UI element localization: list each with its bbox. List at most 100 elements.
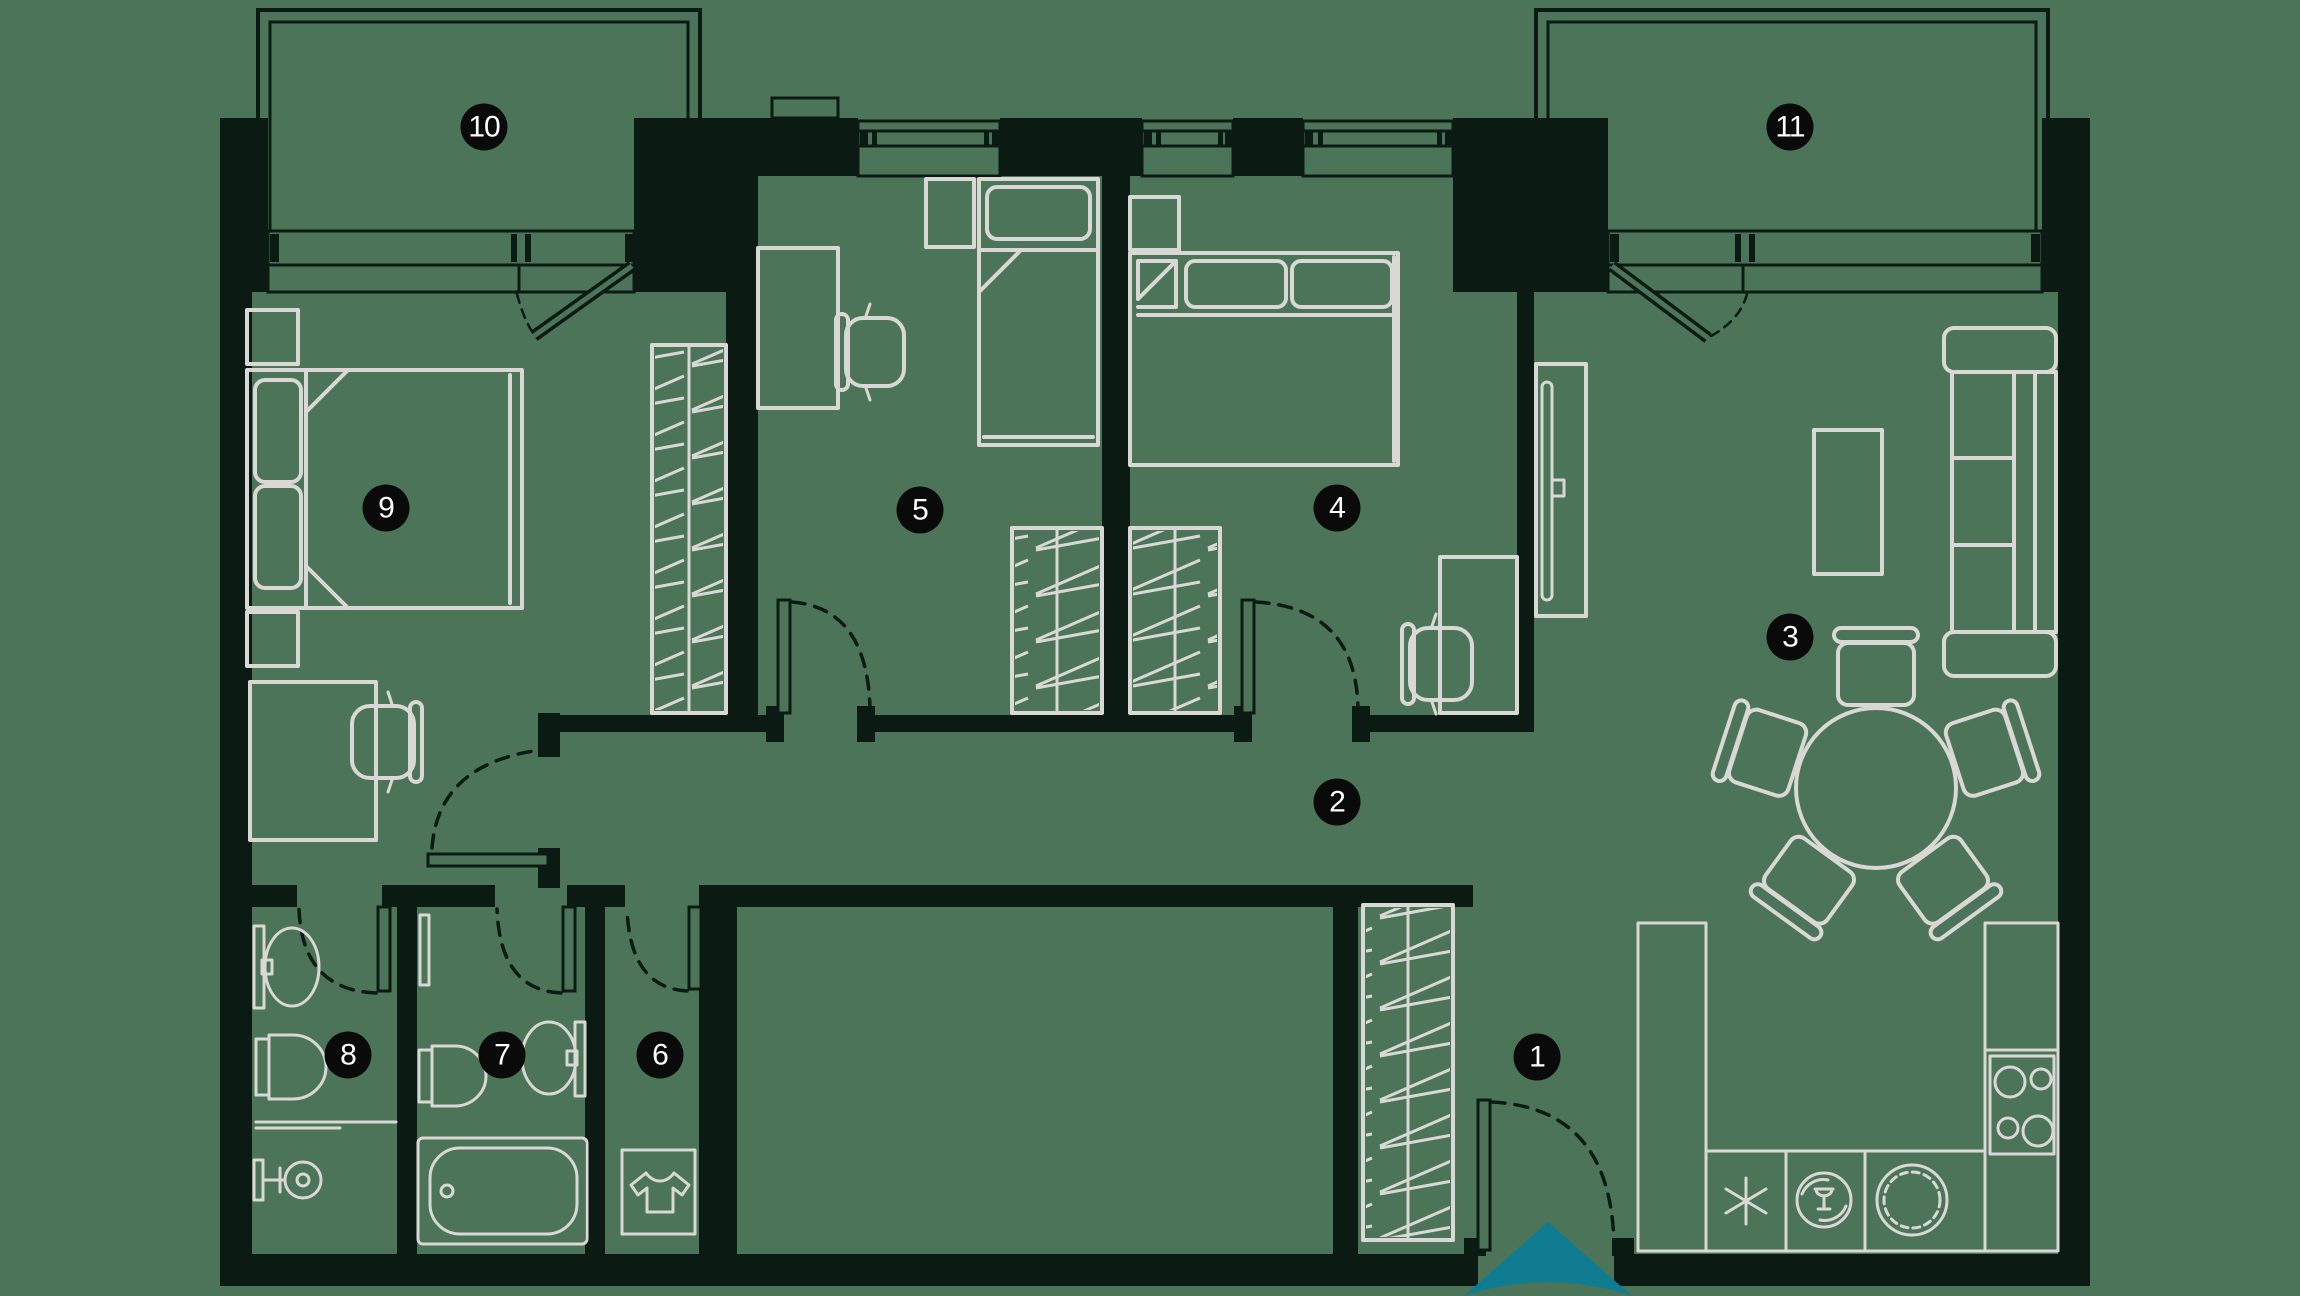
door-swing-arc-room7 [495,907,563,995]
dining-chair [1896,834,2004,942]
kitchen-counter-right [1983,921,2060,1253]
windows [266,119,2044,343]
balconies [256,8,2050,231]
door-swing-arc-room5 [790,600,872,712]
door-swing-arc-room8 [297,907,378,995]
room3-furniture [1534,326,2060,1253]
dining-chair [1710,698,1809,798]
laundry-box [620,1148,697,1236]
kitchen-counter [1636,921,2060,1253]
dining-chair [1748,834,1856,942]
wall-corridor [863,715,1242,732]
nightstand [245,308,300,366]
wall-bottom-west [220,1254,1478,1286]
room-badge-7: 7 [478,1031,526,1079]
door-swing-arc-room4 [1254,600,1360,712]
room7-furniture [416,913,589,1246]
entrance-arrow-icon [1464,1222,1632,1296]
room-badge-4: 4 [1313,484,1361,532]
stove-icon [1988,1054,2056,1156]
shower-icon [252,1158,323,1202]
tv-console [1534,362,1588,618]
door-swing-arc-room6 [625,907,689,993]
desk [248,680,378,842]
wall-hall1-west [1333,885,1358,1254]
wall-left [220,118,252,1286]
room1-furniture [1361,903,1455,1242]
room4-furniture [1128,195,1519,716]
wall-room8-room7 [397,907,417,1254]
wall-pier [220,118,268,292]
door-leaf-room7 [561,905,577,993]
wall-room4-room3 [1517,176,1534,732]
door-post [766,706,784,742]
wall-bath-top [382,885,495,907]
room-badge-6: 6 [636,1031,684,1079]
desk [756,246,840,410]
wardrobe [650,343,728,715]
door-swing-arc [515,292,535,335]
coffee-table [1812,428,1884,576]
room-badge-8: 8 [324,1031,372,1079]
balcony-10-railing-inner [268,20,690,231]
dining-table [1794,706,1958,870]
kitchen-sink [1875,1163,1949,1237]
door-leaf-room8 [376,905,392,993]
exterior-ledge [770,96,840,120]
wall-bottom-east [1614,1254,2090,1286]
door-leaf-room9 [426,852,550,868]
shirt-icon [629,1171,691,1214]
dining-chair [1943,698,2042,798]
walls [220,118,2090,1286]
room4-window-large [1301,119,1455,178]
door-swing-arc-room9 [430,748,542,850]
wall-corridor [1360,715,1517,732]
wall-corridor [548,715,778,732]
wall-segment [1233,118,1303,176]
room9-furniture [245,308,728,842]
room-badge-11: 11 [1766,103,1814,151]
office-chair [1400,612,1474,716]
dining-chair [1832,626,1920,707]
room8-furniture [252,924,398,1202]
sink [520,1020,587,1098]
double-bed [245,368,524,610]
room-badge-10: 10 [460,103,508,151]
room5-window [856,119,1002,178]
wardrobe [1128,526,1222,715]
shelf [924,177,976,249]
room-badge-2: 2 [1313,778,1361,826]
room4-window-small [1140,119,1235,178]
bathtub [416,1136,589,1246]
wall-bath-top [699,885,1473,907]
toilet [254,1033,328,1101]
dishwasher-icon [1795,1171,1853,1229]
door-post [538,713,560,757]
balcony-11-window [1606,229,2044,343]
door-post [1234,706,1252,742]
wall-room7-room6 [585,907,605,1254]
nightstand [1128,195,1181,252]
wall-segment [1000,118,1142,176]
balcony-11-railing-inner [1546,20,2038,231]
double-bed [1128,251,1400,467]
door-leaf-entrance [1476,1098,1492,1252]
office-chair [350,690,424,794]
room5-furniture [756,177,1104,715]
door-leaf-room4 [1240,598,1256,715]
door-leaf-room6 [687,905,703,991]
wall-bath-top [567,885,625,907]
wardrobe [1010,526,1104,715]
sink [252,924,321,1010]
dining-set [1710,626,2042,942]
desk [1438,555,1519,715]
wall-pier [758,118,858,176]
room-badge-3: 3 [1766,613,1814,661]
nightstand [245,610,300,668]
room-badge-9: 9 [362,484,410,532]
door-swing-arc [1709,292,1749,338]
towel-rail [418,913,431,987]
shower-divider [254,1120,398,1130]
